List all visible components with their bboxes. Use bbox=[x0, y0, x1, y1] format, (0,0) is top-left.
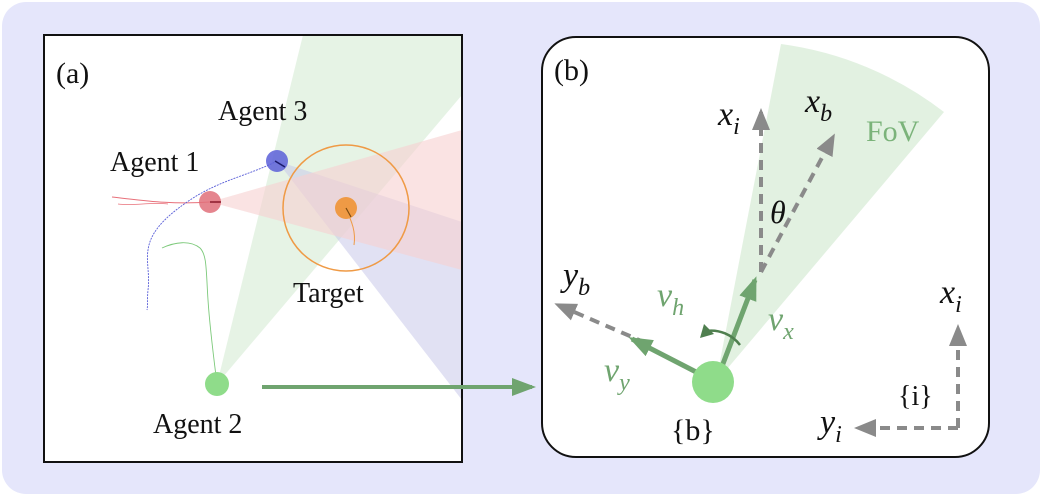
fov-label: FoV bbox=[866, 115, 920, 148]
agent1-trajectory bbox=[111, 196, 211, 204]
panel-a-frame bbox=[43, 34, 463, 463]
yi-label: yi bbox=[817, 404, 842, 448]
panel-a: (a) Agent 3 Agent 1 Target Agent 2 bbox=[43, 34, 463, 463]
vy-arrow bbox=[628, 336, 702, 377]
vx-label: vx bbox=[768, 301, 794, 345]
theta-label: θ bbox=[770, 194, 786, 230]
agent1-trajectory-tail bbox=[117, 203, 169, 205]
agent3-heading bbox=[274, 160, 286, 168]
agent3-marker bbox=[266, 150, 288, 172]
agent1-label: Agent 1 bbox=[110, 147, 199, 178]
agent3-label: Agent 3 bbox=[218, 96, 307, 127]
agent2-label: Agent 2 bbox=[153, 409, 242, 440]
panel-a-scene bbox=[111, 35, 462, 400]
vh-arc-head bbox=[700, 324, 714, 338]
target-heading bbox=[345, 207, 352, 218]
fov-wedge bbox=[716, 44, 944, 382]
panel-b: FoV (b) xi xb θ yb vh vx vy {b} {i} xi y… bbox=[541, 36, 990, 458]
yb-label: yb bbox=[560, 257, 590, 301]
xi-top-label: xi bbox=[717, 96, 740, 140]
inertial-frame-label: {i} bbox=[898, 381, 933, 412]
agent1-fov bbox=[210, 130, 462, 270]
agent-body bbox=[692, 361, 734, 403]
target-label: Target bbox=[293, 278, 364, 309]
xb-label: xb bbox=[804, 83, 832, 127]
body-frame-label: {b} bbox=[671, 414, 715, 447]
body-x-axis-arrow bbox=[759, 133, 835, 273]
agent2-marker bbox=[205, 372, 229, 396]
vh-label: vh bbox=[657, 277, 684, 321]
xi-right-label: xi bbox=[939, 274, 962, 318]
target-range-circle bbox=[282, 144, 410, 272]
agent3-trajectory bbox=[146, 160, 278, 311]
panel-b-label: (b) bbox=[554, 54, 589, 87]
vy-label: vy bbox=[604, 352, 630, 396]
panel-a-label: (a) bbox=[56, 57, 89, 90]
agent2-trajectory bbox=[161, 242, 218, 385]
